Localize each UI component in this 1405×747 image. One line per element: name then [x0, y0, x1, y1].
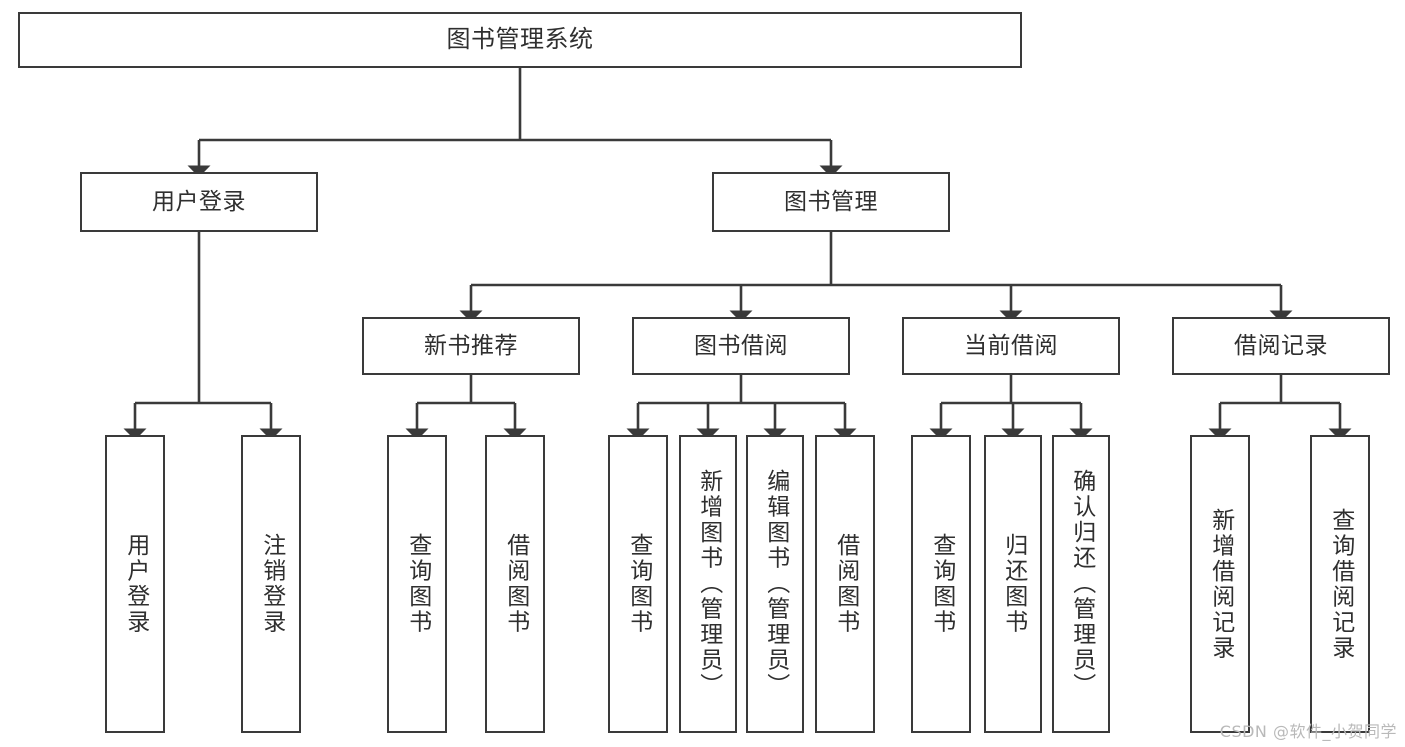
node-leaf-query-book-3[interactable]: 查询图书 — [911, 435, 971, 733]
node-borrow[interactable]: 图书借阅 — [632, 317, 850, 375]
node-label: 注销登录 — [258, 533, 285, 635]
node-login[interactable]: 用户登录 — [80, 172, 318, 232]
node-bookmgmt[interactable]: 图书管理 — [712, 172, 950, 232]
node-label: 借阅图书 — [832, 533, 859, 635]
node-records[interactable]: 借阅记录 — [1172, 317, 1390, 375]
node-leaf-borrow-book-1[interactable]: 借阅图书 — [485, 435, 545, 733]
node-label: 图书管理 — [784, 188, 878, 215]
node-label: 图书管理系统 — [446, 25, 594, 54]
node-label: 查询图书 — [928, 533, 955, 635]
node-leaf-add-record[interactable]: 新增借阅记录 — [1190, 435, 1250, 733]
node-label: 确认归还（管理员） — [1068, 469, 1095, 699]
node-label: 新增图书（管理员） — [695, 469, 722, 699]
node-leaf-query-record[interactable]: 查询借阅记录 — [1310, 435, 1370, 733]
node-label: 新书推荐 — [424, 332, 518, 359]
node-root[interactable]: 图书管理系统 — [18, 12, 1022, 68]
node-label: 归还图书 — [1000, 533, 1027, 635]
node-label: 图书借阅 — [694, 332, 788, 359]
node-label: 借阅记录 — [1234, 332, 1328, 359]
node-label: 用户登录 — [122, 533, 149, 635]
node-leaf-return-book[interactable]: 归还图书 — [984, 435, 1042, 733]
node-leaf-add-book[interactable]: 新增图书（管理员） — [679, 435, 737, 733]
node-label: 查询借阅记录 — [1327, 507, 1354, 661]
node-label: 新增借阅记录 — [1207, 507, 1234, 661]
node-label: 编辑图书（管理员） — [762, 469, 789, 699]
node-current[interactable]: 当前借阅 — [902, 317, 1120, 375]
node-leaf-confirm-return[interactable]: 确认归还（管理员） — [1052, 435, 1110, 733]
node-label: 查询图书 — [625, 533, 652, 635]
node-label: 借阅图书 — [502, 533, 529, 635]
node-newbook[interactable]: 新书推荐 — [362, 317, 580, 375]
node-leaf-user-login[interactable]: 用户登录 — [105, 435, 165, 733]
node-leaf-query-book-2[interactable]: 查询图书 — [608, 435, 668, 733]
node-label: 当前借阅 — [964, 332, 1058, 359]
node-leaf-edit-book[interactable]: 编辑图书（管理员） — [746, 435, 804, 733]
node-leaf-query-book-1[interactable]: 查询图书 — [387, 435, 447, 733]
csdn-watermark: CSDN @软件_小贺同学 — [1219, 722, 1397, 741]
node-leaf-borrow-book-2[interactable]: 借阅图书 — [815, 435, 875, 733]
node-label: 用户登录 — [152, 188, 246, 215]
node-leaf-user-logout[interactable]: 注销登录 — [241, 435, 301, 733]
node-label: 查询图书 — [404, 533, 431, 635]
